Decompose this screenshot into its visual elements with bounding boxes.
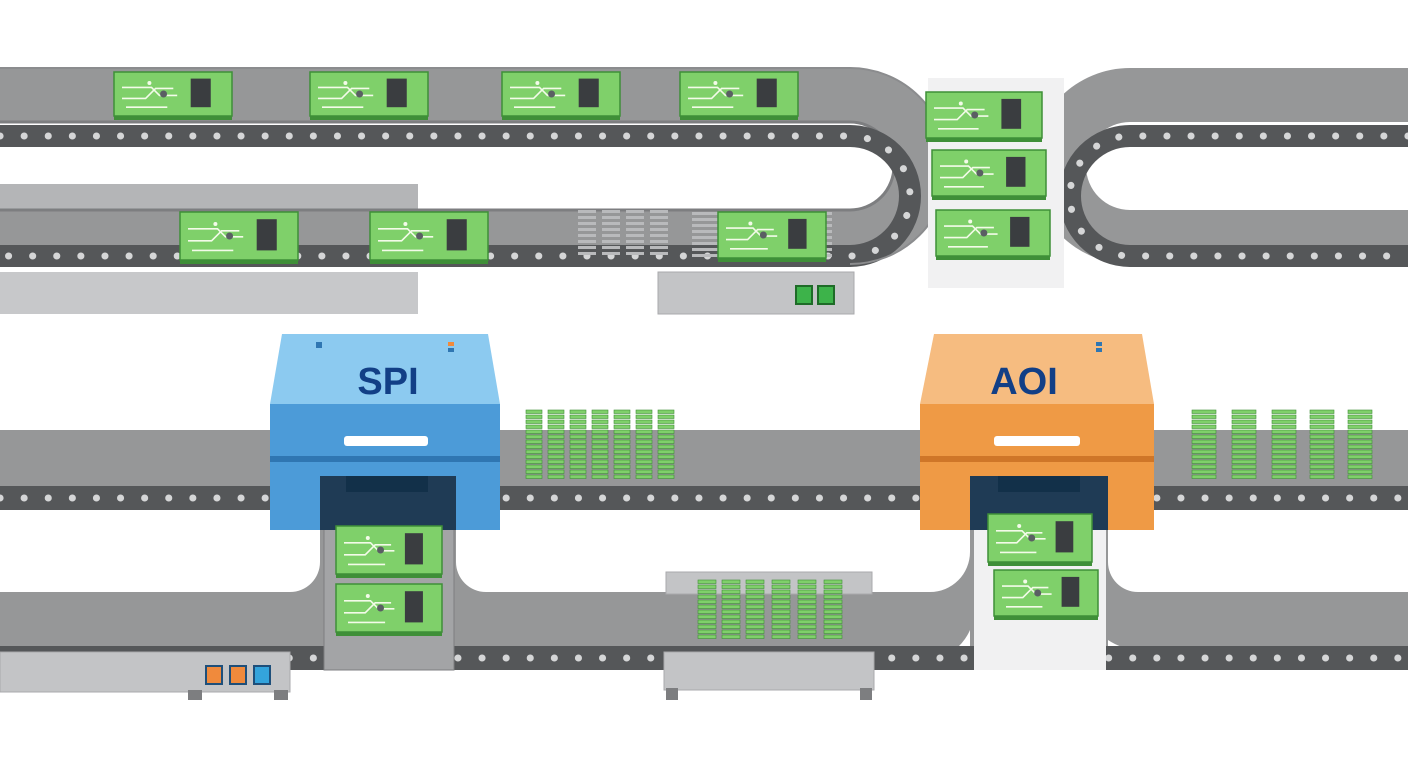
spi-machine: SPI [270, 334, 500, 530]
pcb-board-icon [1309, 409, 1335, 479]
pcb-board-icon [569, 409, 587, 479]
pcb-board-icon [993, 569, 1099, 620]
pcb-board-icon [369, 211, 489, 264]
pcb-board-icon [697, 579, 717, 639]
pcb-boards [113, 71, 1099, 636]
status-indicator-icon [205, 665, 223, 685]
pcb-board-icon [1231, 409, 1257, 479]
pcb-board-icon [657, 409, 675, 479]
status-indicator-icon [795, 285, 813, 305]
pcb-board-icon [525, 409, 543, 479]
pcb-board-icon [1347, 409, 1373, 479]
status-indicator-icon [253, 665, 271, 685]
pcb-board-icon [335, 583, 443, 636]
aoi-machine-label: AOI [990, 361, 1058, 403]
status-indicator-icon [817, 285, 835, 305]
pcb-board-icon [987, 513, 1093, 566]
pcb-board-icon [745, 579, 765, 639]
pcb-board-icon [1191, 409, 1217, 479]
spi-machine-label: SPI [357, 361, 418, 403]
pcb-board-icon [635, 409, 653, 479]
pcb-board-icon [309, 71, 429, 120]
pcb-board-icon [771, 579, 791, 639]
pcb-stacks [525, 210, 1373, 639]
pcb-board-icon [602, 210, 620, 255]
pcb-board-icon [823, 579, 843, 639]
main-belt [0, 430, 1408, 488]
pcb-board-icon [931, 149, 1047, 200]
aoi-machine: AOI [920, 334, 1154, 530]
pcb-board-icon [578, 210, 596, 255]
pcb-board-icon [179, 211, 299, 264]
pcb-board-icon [547, 409, 565, 479]
pcb-board-icon [1271, 409, 1297, 479]
pcb-board-icon [925, 91, 1043, 142]
pcb-board-icon [113, 71, 233, 120]
upper-frame-base [0, 272, 418, 314]
status-indicator-icon [229, 665, 247, 685]
upper-right-u-belt [1032, 68, 1408, 264]
pcb-board-icon [650, 210, 668, 255]
upper-frame-bar [0, 184, 418, 212]
pcb-board-icon [613, 409, 631, 479]
pcb-board-icon [626, 210, 644, 255]
lower-center-frame [665, 571, 873, 595]
pcb-board-icon [717, 211, 827, 262]
pcb-board-icon [591, 409, 609, 479]
pcb-board-icon [721, 579, 741, 639]
pcb-board-icon [797, 579, 817, 639]
pcb-board-icon [935, 209, 1051, 260]
pcb-board-icon [501, 71, 621, 120]
pcb-board-icon [335, 525, 443, 578]
lower-center-base [663, 651, 875, 691]
pcb-board-icon [679, 71, 799, 120]
